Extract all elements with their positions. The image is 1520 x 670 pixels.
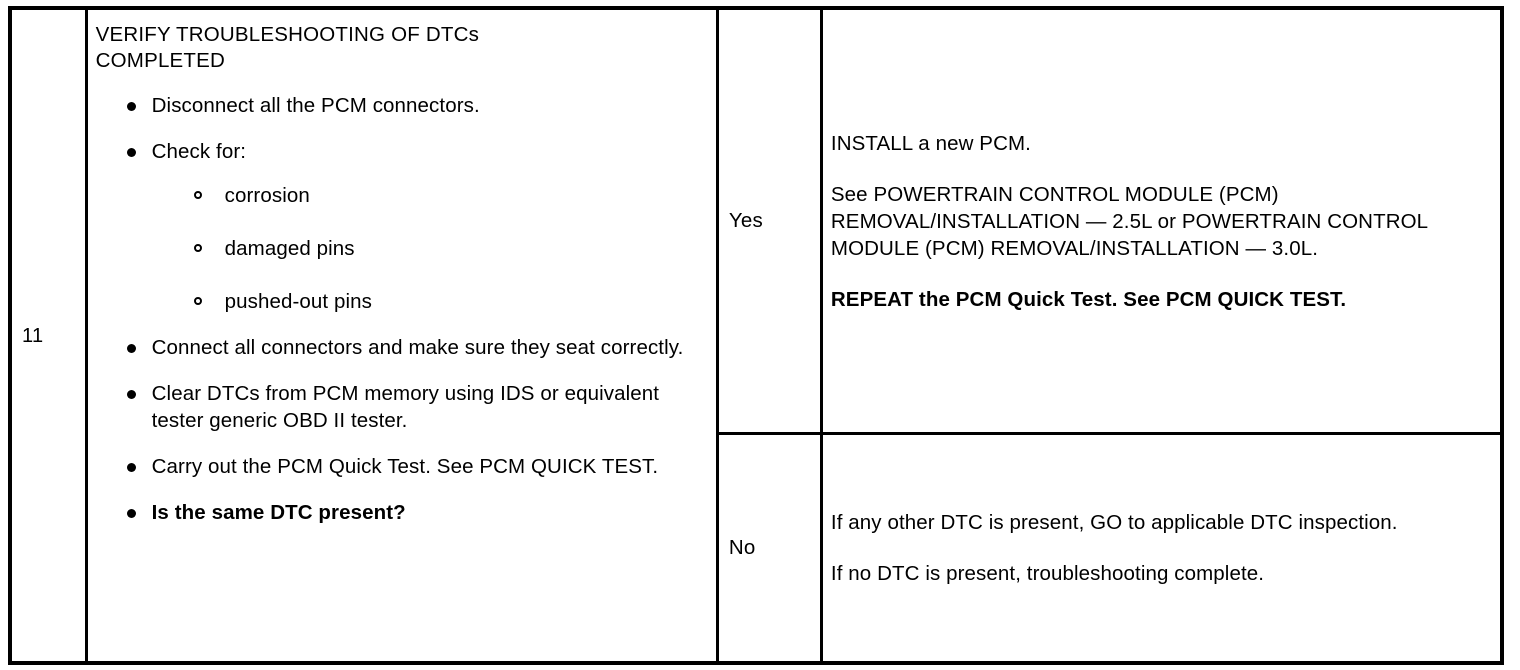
- list-item: damaged pins: [152, 235, 702, 262]
- result-row-yes: Yes INSTALL a new PCM. See POWERTRAIN CO…: [718, 10, 1500, 435]
- result-row-no: No If any other DTC is present, GO to ap…: [719, 435, 1500, 661]
- bullet-text: Carry out the PCM Quick Test. See PCM QU…: [151, 455, 659, 478]
- sub-bullet-text: corrosion: [224, 184, 310, 207]
- list-item: corrosion: [152, 182, 702, 209]
- action-sub-bullet-list: corrosion damaged pins pushed-out pins: [152, 182, 702, 315]
- result-paragraph: REPEAT the PCM Quick Test. See PCM QUICK…: [830, 287, 1347, 311]
- result-paragraph: If any other DTC is present, GO to appli…: [830, 511, 1398, 534]
- bullet-text: Check for:: [151, 140, 247, 163]
- answer-label-no: No: [719, 435, 823, 661]
- sub-bullet-text: pushed-out pins: [224, 290, 373, 313]
- bullet-dot-icon: [126, 148, 136, 157]
- result-split: Yes INSTALL a new PCM. See POWERTRAIN CO…: [718, 10, 1500, 661]
- diagnostic-step-table: 11 VERIFY TROUBLESHOOTING OF DTCs COMPLE…: [8, 6, 1504, 665]
- action-title: VERIFY TROUBLESHOOTING OF DTCs COMPLETED: [95, 23, 480, 72]
- bullet-text: Connect all connectors and make sure the…: [151, 336, 684, 359]
- result-paragraph: See POWERTRAIN CONTROL MODULE (PCM) REMO…: [830, 182, 1428, 260]
- bullet-circle-icon: [193, 191, 202, 199]
- action-bullet-list: Disconnect all the PCM connectors. Check…: [96, 92, 702, 526]
- bullet-text: Is the same DTC present?: [151, 501, 406, 524]
- bullet-text: Clear DTCs from PCM memory using IDS or …: [151, 382, 660, 432]
- list-item: Clear DTCs from PCM memory using IDS or …: [96, 380, 702, 434]
- list-item: Is the same DTC present?: [96, 499, 702, 526]
- bullet-dot-icon: [126, 102, 136, 111]
- bullet-dot-icon: [126, 390, 136, 399]
- bullet-circle-icon: [193, 244, 202, 252]
- answer-label-yes: Yes: [719, 10, 823, 432]
- table-row: 11 VERIFY TROUBLESHOOTING OF DTCs COMPLE…: [10, 8, 1502, 663]
- result-paragraph: INSTALL a new PCM.: [830, 131, 1031, 155]
- list-item: Carry out the PCM Quick Test. See PCM QU…: [96, 453, 702, 480]
- bullet-circle-icon: [193, 297, 202, 305]
- bullet-text: Disconnect all the PCM connectors.: [151, 94, 480, 117]
- step-number-cell: 11: [10, 8, 88, 663]
- sub-bullet-text: damaged pins: [224, 237, 355, 260]
- result-detail-yes: INSTALL a new PCM. See POWERTRAIN CONTRO…: [823, 10, 1500, 432]
- list-item: Disconnect all the PCM connectors.: [96, 92, 702, 119]
- bullet-dot-icon: [126, 463, 136, 472]
- bullet-dot-icon: [126, 344, 136, 353]
- bullet-dot-icon: [126, 509, 136, 518]
- list-item: pushed-out pins: [152, 288, 702, 315]
- step-number: 11: [22, 325, 44, 347]
- list-item: Connect all connectors and make sure the…: [96, 334, 702, 361]
- result-paragraph: If no DTC is present, troubleshooting co…: [830, 562, 1265, 585]
- list-item: Check for: corrosion damaged pins: [96, 138, 702, 315]
- result-detail-no: If any other DTC is present, GO to appli…: [823, 435, 1500, 661]
- result-cell: Yes INSTALL a new PCM. See POWERTRAIN CO…: [717, 8, 1502, 663]
- action-cell: VERIFY TROUBLESHOOTING OF DTCs COMPLETED…: [86, 8, 719, 663]
